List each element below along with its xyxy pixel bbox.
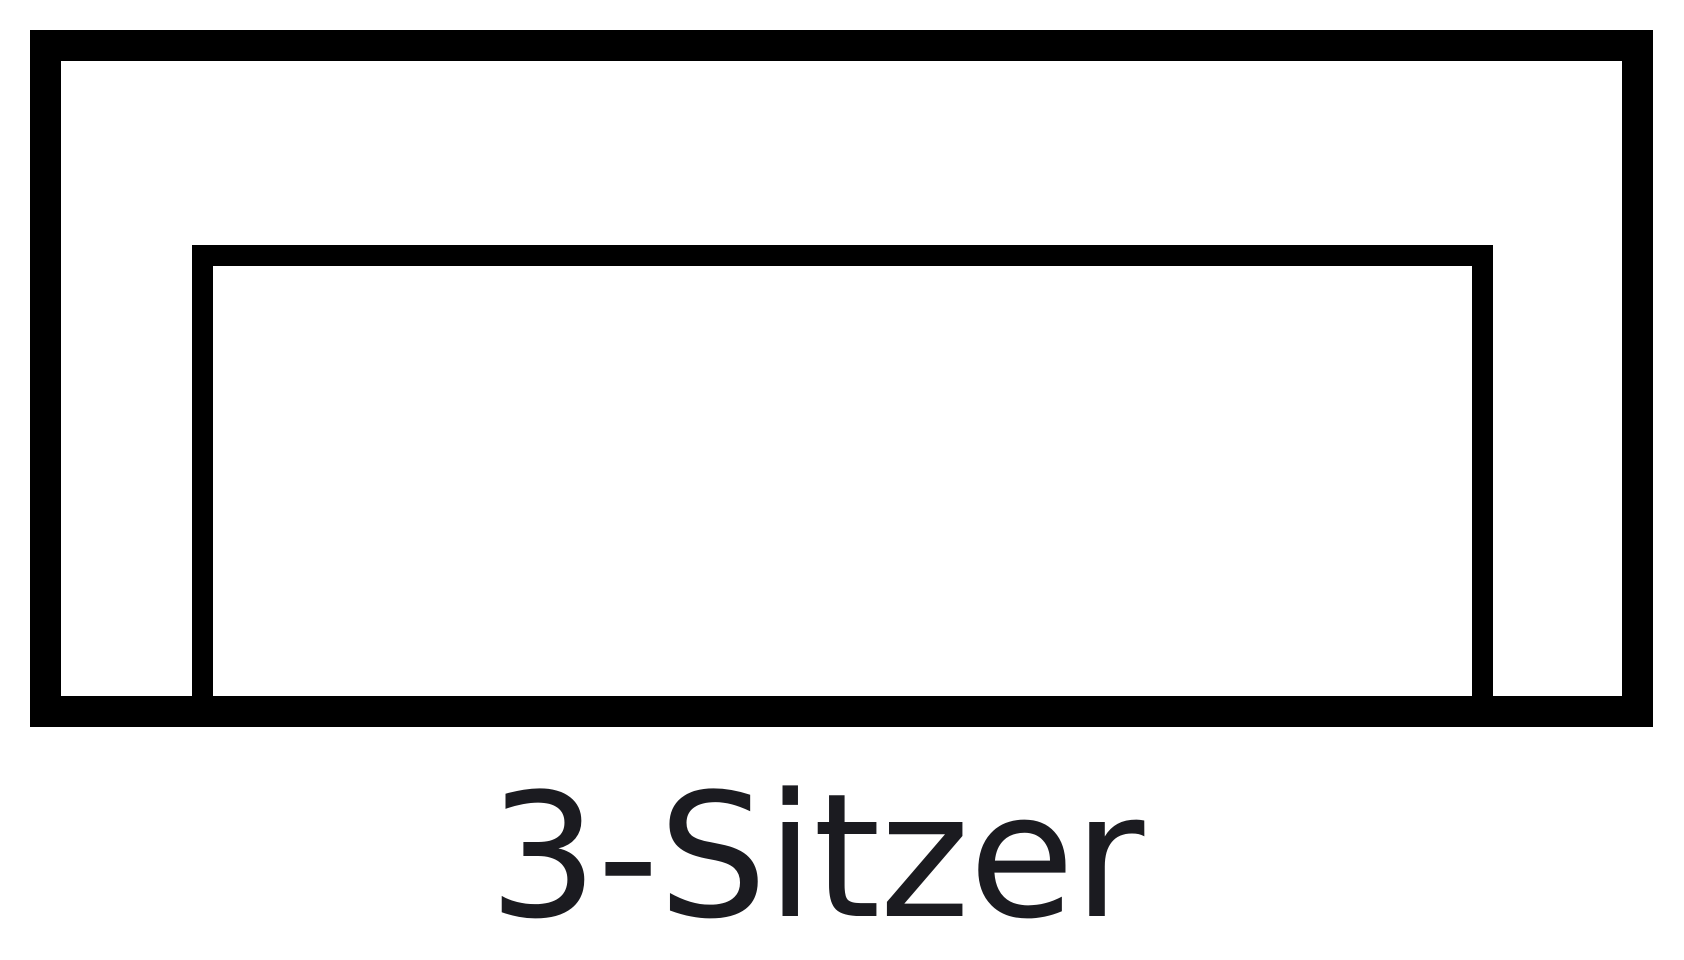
- sofa-three-seater-pictogram: [0, 0, 1684, 760]
- sofa-outer-frame: [30, 30, 1653, 727]
- sofa-inner-seat: [192, 245, 1493, 712]
- figure-caption-text: 3-Sitzer: [488, 756, 1145, 957]
- figure-caption: 3-Sitzer: [0, 757, 1684, 957]
- figure-background: [0, 0, 1684, 760]
